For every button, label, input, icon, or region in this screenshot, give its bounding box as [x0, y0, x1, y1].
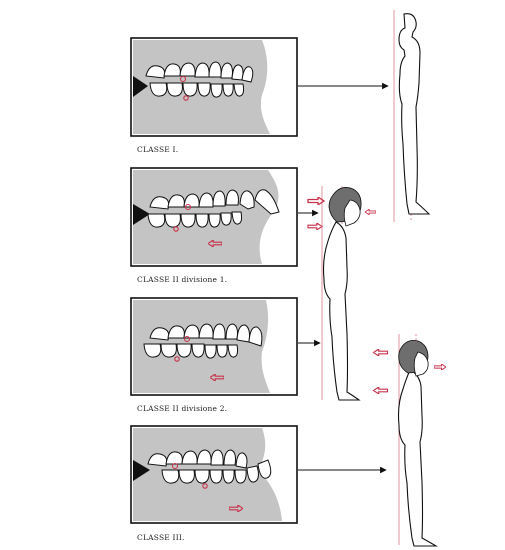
figure-classe-3 [374, 334, 447, 546]
caption-classe-3: CLASSE III. [137, 533, 185, 542]
body-silhouette-classe-2 [324, 222, 360, 400]
body-silhouette-classe-3 [399, 370, 437, 546]
force-arrow-icon [308, 223, 322, 230]
force-arrow-icon [434, 364, 446, 370]
panel-classe-2-div-2: CLASSE II divisione 2. [131, 298, 320, 413]
figure-classe-2 [308, 186, 376, 400]
body-silhouette-classe-1 [399, 14, 429, 214]
force-arrow-icon [365, 209, 376, 215]
panel-classe-3: CLASSE III. [131, 426, 386, 542]
caption-classe-2-div-2: CLASSE II divisione 2. [137, 404, 227, 413]
caption-classe-2-div-1: CLASSE II divisione 1. [137, 275, 227, 284]
force-arrow-icon [374, 349, 388, 356]
panel-classe-2-div-1: CLASSE II divisione 1. [131, 168, 318, 284]
force-arrow-icon [374, 387, 388, 394]
caption-classe-1: CLASSE I. [137, 145, 178, 154]
